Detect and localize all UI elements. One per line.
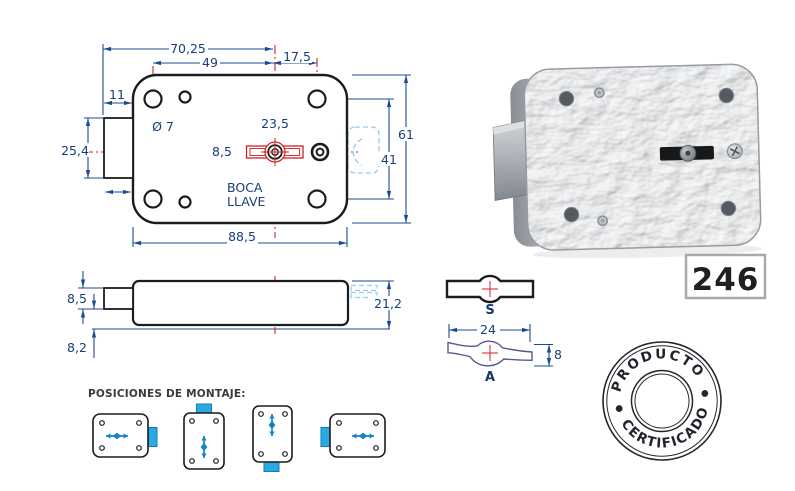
- stamp-right-dot: [701, 390, 709, 397]
- front-view-drawing: 70,25 49 17,5 11 Ø 7 23,5 8,5 25,4 88,5 …: [60, 41, 418, 247]
- product-code-box: 246: [684, 253, 767, 300]
- keyhole-label-line1: BOCA: [227, 180, 263, 195]
- mounting-holes: [143, 89, 327, 209]
- latch-outline: [103, 117, 134, 179]
- key-section-a: 24 8 A: [447, 322, 562, 385]
- side-latch-outline: [103, 287, 134, 310]
- product-code: 246: [692, 262, 760, 298]
- dim-41: 41: [381, 152, 397, 167]
- photo-keyhole: [659, 144, 715, 162]
- side-view-drawing: 8,5 8,2 21,2: [67, 271, 407, 358]
- dim-17-5: 17,5: [283, 49, 311, 64]
- keyhole-outline: [245, 138, 304, 166]
- photo-small-holes: [593, 87, 608, 227]
- mounting-diagram-2: [183, 403, 225, 470]
- photo-rivets: [558, 87, 737, 223]
- dim-88-5: 88,5: [228, 229, 256, 244]
- side-body-outline: [131, 279, 350, 327]
- key-a-crosshair: [482, 345, 498, 361]
- dim-hole-diameter: Ø 7: [152, 119, 174, 134]
- dim-25-4: 25,4: [61, 143, 89, 158]
- product-photo: [492, 63, 763, 259]
- dim-side-8-5: 8,5: [67, 291, 87, 306]
- mounting-title: POSICIONES DE MONTAJE:: [88, 388, 246, 400]
- dim-8-5: 8,5: [212, 144, 232, 159]
- mounting-diagram-4: [320, 413, 386, 458]
- dim-side-8-2: 8,2: [67, 340, 87, 355]
- latch-icon: [147, 427, 158, 447]
- photo-screw: [726, 143, 743, 160]
- mounting-diagram-1: [92, 413, 158, 458]
- key-s-label: S: [485, 303, 494, 318]
- key-a-label: A: [485, 370, 495, 385]
- fixing-screw: [310, 142, 330, 162]
- latch-icon: [263, 461, 280, 472]
- front-view-dimensions: 70,25 49 17,5 11 Ø 7 23,5 8,5 25,4 88,5 …: [60, 41, 418, 244]
- certification-stamp: PRODUCTO CERTIFICADO: [602, 338, 722, 461]
- dim-side-21-2: 21,2: [374, 296, 402, 311]
- dim-49: 49: [202, 55, 218, 70]
- mounting-diagram-3: [252, 405, 293, 472]
- keyhole-label-line2: LLAVE: [227, 194, 266, 209]
- latch-icon: [196, 403, 212, 414]
- mounting-positions: POSICIONES DE MONTAJE:: [88, 388, 386, 472]
- photo-body-edge: [523, 63, 762, 251]
- dim-61: 61: [398, 127, 414, 142]
- photo-body-texture: [524, 64, 761, 251]
- dim-key-8: 8: [554, 347, 562, 362]
- dim-key-24: 24: [480, 322, 496, 337]
- key-section-s: S: [445, 274, 535, 318]
- dim-11: 11: [109, 87, 125, 102]
- dim-70-25: 70,25: [170, 41, 206, 56]
- side-dimension-lines: [78, 271, 394, 358]
- dim-23-5: 23,5: [261, 116, 289, 131]
- latch-icon: [320, 427, 331, 447]
- stamp-left-dot: [615, 405, 623, 412]
- key-s-crosshair: [482, 281, 498, 297]
